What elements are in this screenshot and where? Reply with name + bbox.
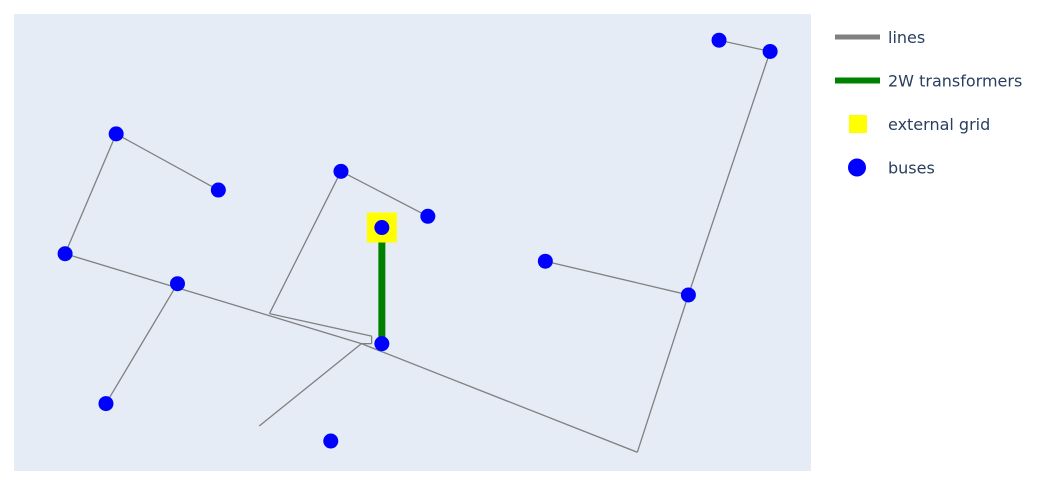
- bus-marker-6: [420, 208, 436, 224]
- legend-label-3: buses: [888, 159, 935, 178]
- lines-layer: [64, 39, 771, 453]
- line-segment-5: [361, 343, 638, 453]
- bus-marker-2: [210, 182, 226, 198]
- line-segment-10: [340, 170, 429, 217]
- bus-marker-4: [98, 396, 114, 412]
- legend[interactable]: lines 2W transformers external grid buses: [835, 28, 1022, 178]
- line-segment-9: [545, 260, 689, 296]
- bus-marker-5: [333, 163, 349, 179]
- bus-marker-9: [323, 433, 339, 449]
- legend-symbol-2: [849, 115, 867, 133]
- line-segment-8: [718, 39, 771, 53]
- line-segment-2: [64, 253, 362, 345]
- line-segment-7: [687, 51, 771, 296]
- bus-marker-12: [711, 32, 727, 48]
- bus-marker-7: [374, 220, 390, 236]
- line-segment-12: [269, 313, 372, 337]
- legend-item-0[interactable]: lines: [835, 28, 925, 47]
- line-segment-0: [115, 133, 219, 191]
- bus-marker-0: [108, 126, 124, 142]
- plot-area-background: [14, 14, 811, 471]
- legend-label-1: 2W transformers: [888, 72, 1022, 91]
- line-segment-11: [268, 171, 342, 314]
- legend-item-3[interactable]: buses: [848, 158, 935, 178]
- line-segment-3: [258, 343, 362, 427]
- line-segment-4: [105, 283, 179, 404]
- legend-label-2: external grid: [888, 115, 990, 134]
- line-segment-6: [636, 294, 690, 453]
- line-segment-1: [64, 133, 117, 254]
- bus-marker-3: [169, 276, 185, 292]
- bus-marker-1: [57, 246, 73, 262]
- bus-marker-13: [762, 43, 778, 59]
- buses-layer: [57, 32, 778, 449]
- bus-marker-8: [374, 336, 390, 352]
- legend-item-2[interactable]: external grid: [849, 115, 990, 134]
- bus-marker-11: [680, 287, 696, 303]
- bus-marker-10: [537, 253, 553, 269]
- legend-symbol-3: [848, 158, 866, 177]
- legend-label-0: lines: [888, 28, 925, 47]
- legend-item-1[interactable]: 2W transformers: [835, 72, 1022, 91]
